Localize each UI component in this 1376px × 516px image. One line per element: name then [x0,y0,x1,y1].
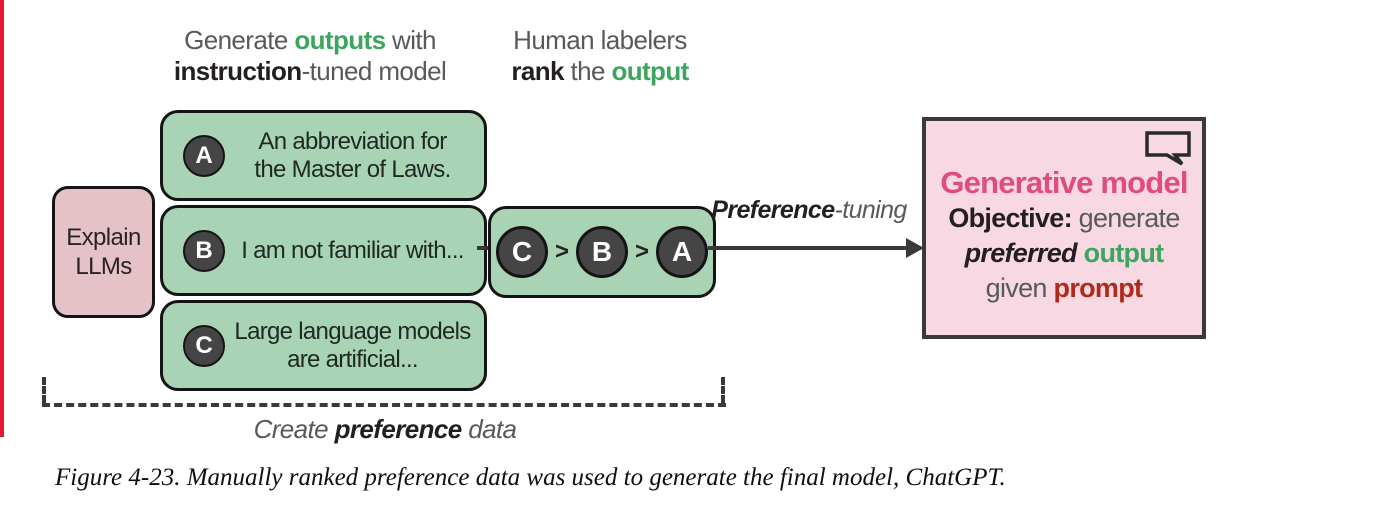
badge-letter: C [195,331,213,359]
bracket-right-tick [721,377,725,403]
header-text-highlight: output [611,56,689,86]
rank-badge-b: B [576,226,628,278]
given-word: given [985,273,1054,303]
greater-than-sign: > [635,238,650,265]
bracket-left-tick [42,377,46,403]
bracket-label-bold: preference [334,414,463,444]
output-a-line1: An abbreviation for [258,127,447,155]
figure-caption: Figure 4-23. Manually ranked preference … [55,464,1006,491]
header-text: Generate [184,25,295,55]
arrow-label-rest: -tuning [834,196,908,224]
preference-tuning-arrow-line [708,246,910,250]
prompt-word: prompt [1053,273,1143,303]
header-human-labelers: Human labelers rank the output [500,25,700,87]
bracket-dashed-line [42,403,726,407]
output-box-b: B I am not familiar with... [160,205,487,296]
header-text: Human labelers [513,25,687,55]
bracket-label: Create preference data [235,414,535,445]
header-text-highlight: outputs [294,25,386,55]
arrow-label-bold: Preference [711,196,835,224]
model-given-line: given prompt [926,271,1202,306]
header-generate-outputs: Generate outputs with instruction-tuned … [145,25,475,87]
header-text-highlight: rank [511,56,564,86]
header-generate-line1: Generate outputs with [145,25,475,56]
header-text: the [563,56,612,86]
prompt-box-explain-llms: Explain LLMs [52,186,155,318]
greater-than-sign: > [554,238,569,265]
output-badge-b: B [183,229,225,272]
header-rank-line2: rank the output [500,56,700,87]
speech-bubble-icon [1145,131,1191,166]
model-title: Generative model [940,165,1188,200]
output-b-line1: I am not familiar with... [241,236,464,264]
output-badge-c: C [183,324,225,367]
objective-rest: generate [1071,203,1181,233]
output-badge-a: A [183,134,225,177]
badge-letter: A [195,141,213,169]
prompt-line2: LLMs [75,253,132,280]
output-word: output [1076,238,1164,268]
ranking-box: C > B > A [488,206,716,298]
output-box-c: C Large language models are artificial..… [160,300,487,391]
header-text-highlight: instruction [173,56,302,86]
prompt-line1: Explain [66,224,141,251]
rank-badge-c: C [495,226,548,278]
preferred-word: preferred [964,238,1078,268]
prompt-label: Explain LLMs [66,223,141,281]
output-text-c: Large language models are artificial... [225,318,484,374]
arrow-label-preference-tuning: Preference-tuning [700,196,918,225]
bracket-label-post: data [461,414,517,444]
model-preferred-line: preferred output [926,236,1202,271]
badge-letter: B [195,236,213,264]
badge-letter: A [671,236,693,267]
output-c-line2: are artificial... [287,345,419,373]
output-text-b: I am not familiar with... [225,237,484,265]
badge-letter: C [511,236,533,267]
header-text: with [385,25,436,55]
rank-badge-a: A [656,226,709,278]
badge-letter: B [591,236,613,267]
objective-label: Objective: [948,203,1072,233]
bracket-label-pre: Create [253,414,335,444]
output-box-a: A An abbreviation for the Master of Laws… [160,110,487,201]
margin-change-marker [0,0,4,437]
output-c-line1: Large language models [234,317,471,345]
model-objective-line: Objective: generate [926,201,1202,236]
connector-stub [477,246,491,250]
generative-model-box: Generative model Objective: generate pre… [922,117,1206,339]
preference-tuning-arrow-head [906,238,924,258]
header-text: -tuned model [301,56,447,86]
output-a-line2: the Master of Laws. [254,155,451,183]
header-rank-line1: Human labelers [500,25,700,56]
output-text-a: An abbreviation for the Master of Laws. [225,128,484,184]
header-generate-line2: instruction-tuned model [145,56,475,87]
